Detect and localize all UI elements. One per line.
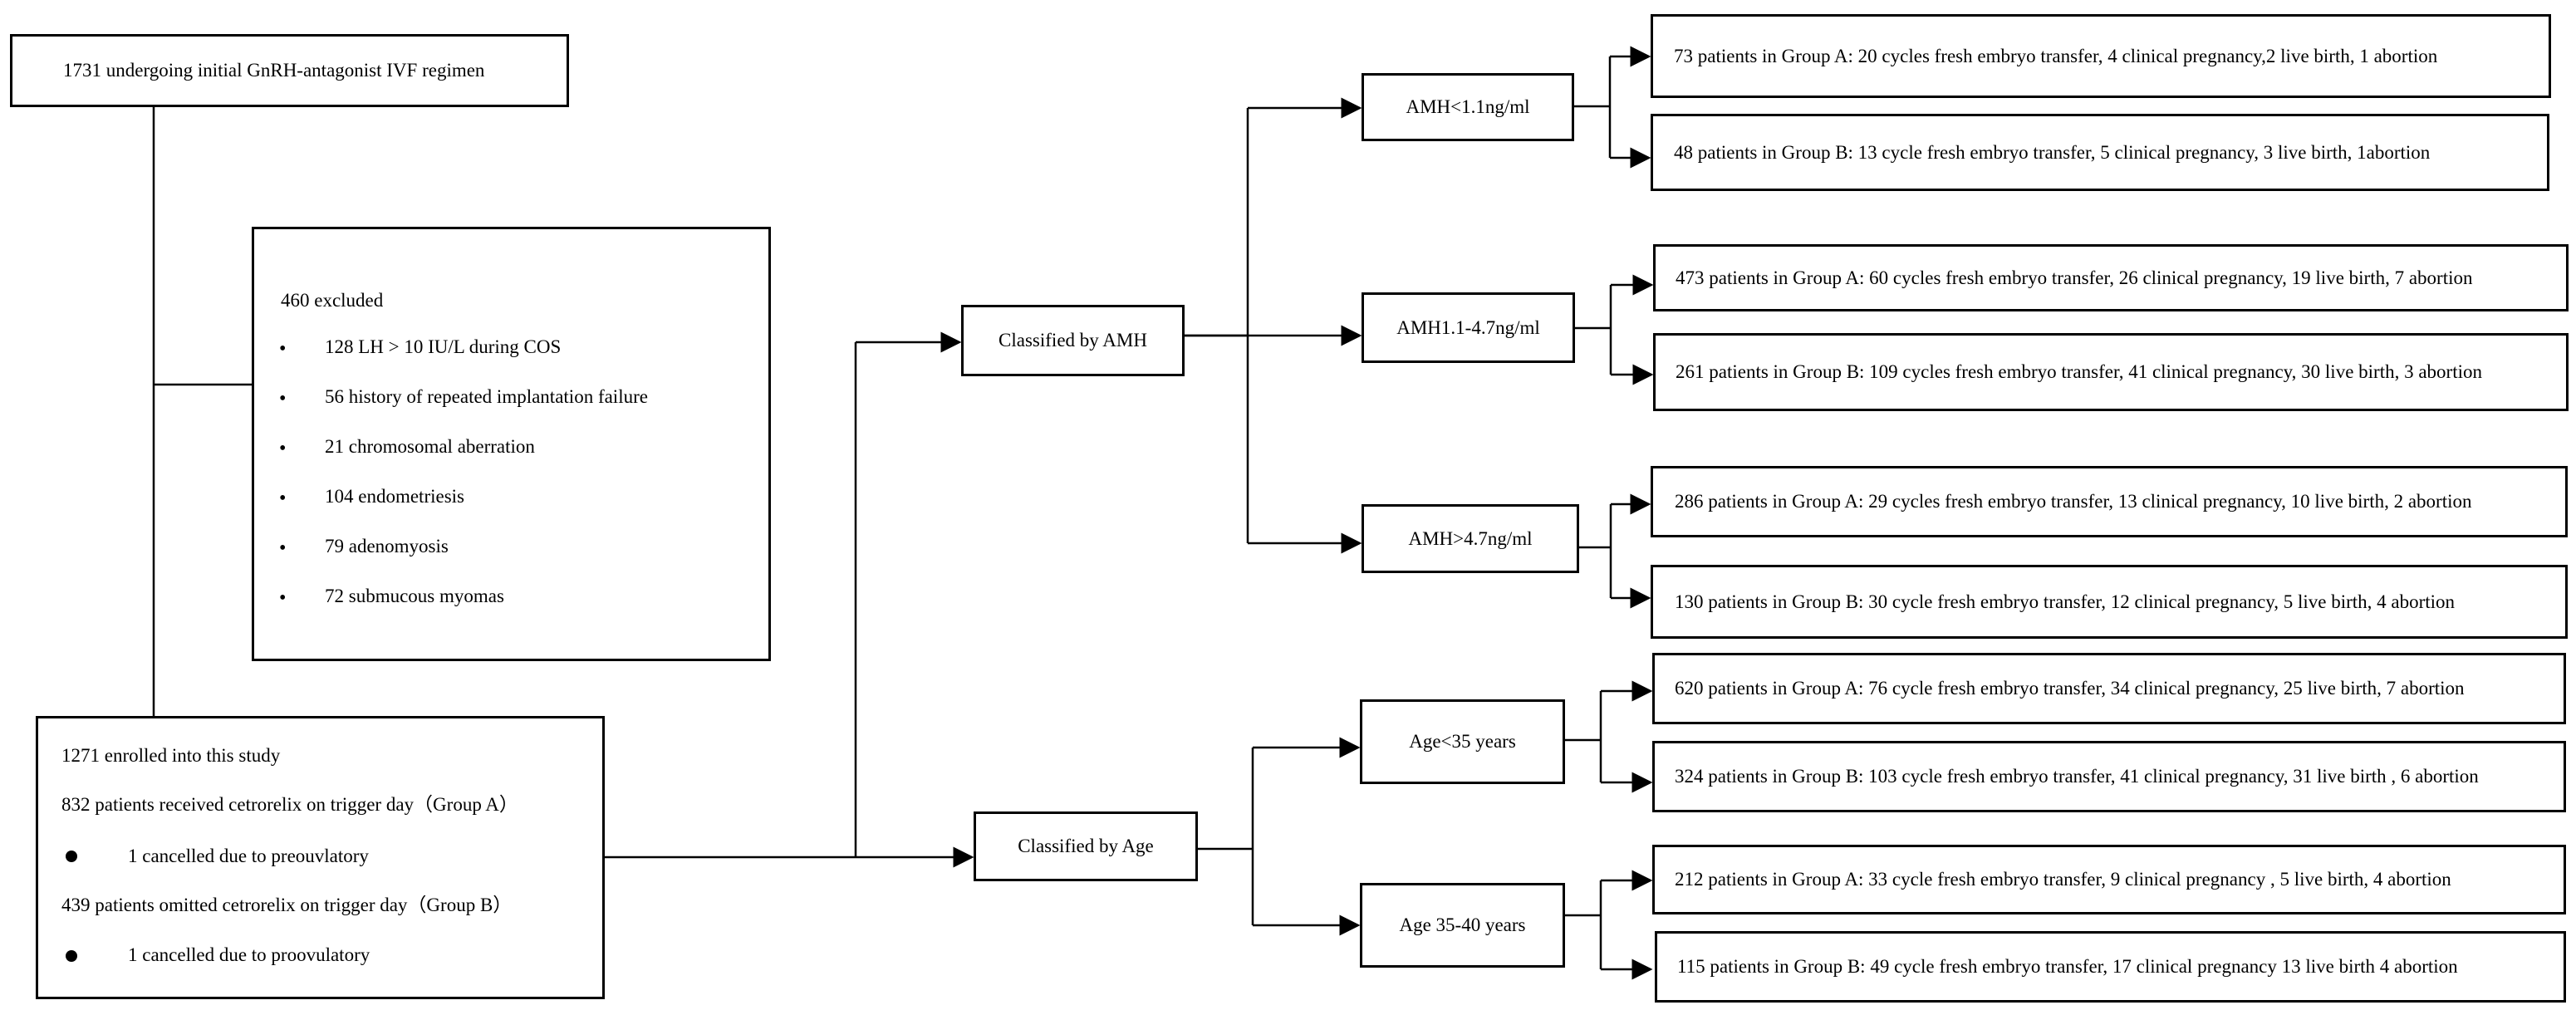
start-box: 1731 undergoing initial GnRH-antagonist … (10, 34, 569, 107)
amh-classifier-label: Classified by AMH (999, 330, 1147, 351)
excluded-title: 460 excluded (281, 290, 384, 311)
subgroup-label: AMH>4.7ng/ml (1408, 527, 1533, 549)
outcome-box-group-a: 212 patients in Group A: 33 cycle fresh … (1652, 845, 2566, 914)
outcome-text: 473 patients in Group A: 60 cycles fresh… (1676, 267, 2473, 288)
outcome-text: 212 patients in Group A: 33 cycle fresh … (1675, 869, 2451, 890)
bullet: • (279, 587, 287, 609)
excluded-box: 460 excluded • 128 LH > 10 IU/L during C… (252, 227, 771, 661)
amh-classifier-box: Classified by AMH (961, 305, 1185, 376)
outcome-box-group-b: 130 patients in Group B: 30 cycle fresh … (1651, 565, 2568, 639)
subgroup-box-age-young: Age<35 years (1360, 699, 1565, 784)
outcome-box-group-b: 324 patients in Group B: 103 cycle fresh… (1652, 741, 2566, 812)
outcome-box-group-a: 473 patients in Group A: 60 cycles fresh… (1653, 244, 2569, 311)
bullet: • (279, 438, 287, 459)
group-b-summary: 439 patients omitted cetrorelix on trigg… (61, 895, 513, 915)
outcome-text: 115 patients in Group B: 49 cycle fresh … (1677, 956, 2458, 977)
excluded-item: 79 adenomyosis (325, 536, 449, 556)
excluded-item: 72 submucous myomas (325, 586, 504, 606)
outcome-box-group-a: 620 patients in Group A: 76 cycle fresh … (1652, 653, 2566, 724)
outcome-text: 324 patients in Group B: 103 cycle fresh… (1675, 766, 2479, 787)
subgroup-box-amh-mid: AMH1.1-4.7ng/ml (1362, 292, 1575, 363)
group-a-note: 1 cancelled due to preouvlatory (128, 846, 369, 866)
subgroup-box-amh-high: AMH>4.7ng/ml (1362, 504, 1579, 573)
excluded-item: 128 LH > 10 IU/L during COS (325, 336, 562, 357)
excluded-item: 21 chromosomal aberration (325, 436, 535, 457)
bullet: • (279, 488, 287, 509)
subgroup-label: AMH<1.1ng/ml (1406, 96, 1530, 117)
subgroup-box-age-old: Age 35-40 years (1360, 883, 1565, 968)
outcome-box-group-a: 286 patients in Group A: 29 cycles fresh… (1651, 466, 2568, 537)
subgroup-label: Age 35-40 years (1399, 914, 1526, 935)
group-a-summary: 832 patients received cetrorelix on trig… (61, 794, 518, 815)
bullet-dot (66, 950, 77, 962)
bullet-dot (66, 851, 77, 862)
bullet: • (279, 537, 287, 559)
start-text: 1731 undergoing initial GnRH-antagonist … (63, 60, 485, 81)
outcome-text: 286 patients in Group A: 29 cycles fresh… (1675, 491, 2472, 512)
outcome-box-group-b: 48 patients in Group B: 13 cycle fresh e… (1651, 114, 2549, 191)
excluded-item: 56 history of repeated implantation fail… (325, 386, 648, 407)
enrolled-title: 1271 enrolled into this study (61, 745, 281, 766)
outcome-text: 48 patients in Group B: 13 cycle fresh e… (1674, 141, 2431, 163)
outcome-text: 620 patients in Group A: 76 cycle fresh … (1675, 678, 2465, 699)
enrolled-box: 1271 enrolled into this study 832 patien… (36, 716, 605, 999)
age-classifier-box: Classified by Age (974, 811, 1198, 881)
subgroup-box-amh-low: AMH<1.1ng/ml (1362, 73, 1574, 141)
age-classifier-label: Classified by Age (1018, 836, 1154, 856)
group-b-note: 1 cancelled due to proovulatory (128, 944, 370, 965)
outcome-box-group-b: 261 patients in Group B: 109 cycles fres… (1653, 333, 2569, 411)
outcome-box-group-a: 73 patients in Group A: 20 cycles fresh … (1651, 14, 2551, 98)
outcome-text: 130 patients in Group B: 30 cycle fresh … (1675, 591, 2456, 612)
subgroup-label: Age<35 years (1409, 731, 1516, 752)
excluded-item: 104 endometriesis (325, 486, 464, 507)
bullet: • (279, 338, 287, 360)
subgroup-label: AMH1.1-4.7ng/ml (1396, 316, 1540, 338)
outcome-text: 73 patients in Group A: 20 cycles fresh … (1674, 45, 2438, 66)
outcome-box-group-b: 115 patients in Group B: 49 cycle fresh … (1655, 931, 2566, 1003)
outcome-text: 261 patients in Group B: 109 cycles fres… (1676, 361, 2482, 382)
bullet: • (279, 388, 287, 409)
